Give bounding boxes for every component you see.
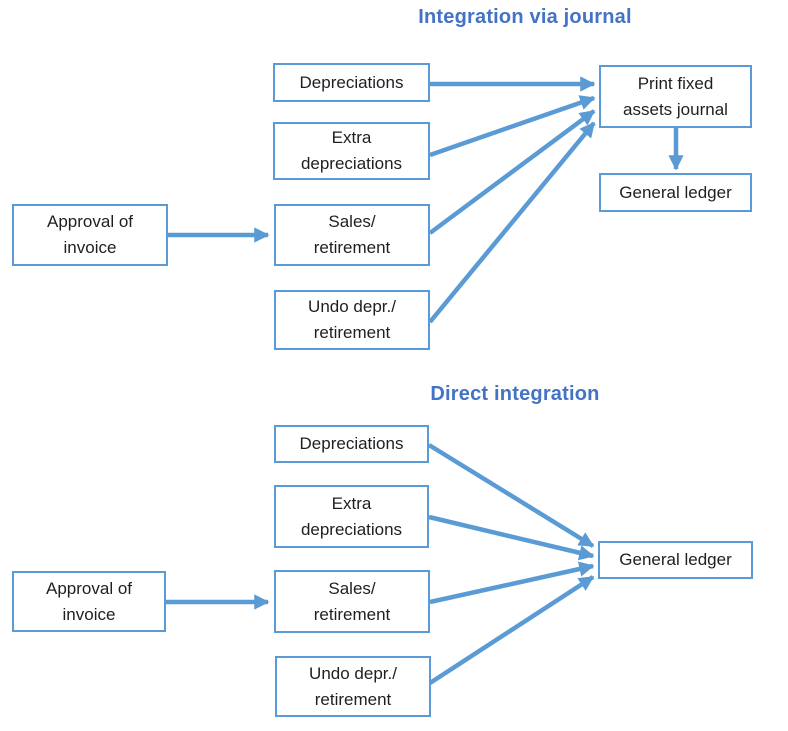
node-general-ledger-top: General ledger [599, 173, 752, 212]
node-sales-retirement-bottom: Sales/ retirement [274, 570, 430, 633]
edge-extra-depreciations-to-general-ledger [428, 514, 595, 561]
node-approval-of-invoice-top: Approval of invoice [12, 204, 168, 266]
diagram-title-direct-integration: Direct integration [430, 383, 600, 405]
edge-undo-to-print-journal [428, 121, 596, 324]
edge-sales-to-print-journal [428, 109, 596, 235]
edge-extra-depreciations-to-print-journal [429, 95, 596, 158]
node-print-fixed-assets-journal: Print fixed assets journal [599, 65, 752, 128]
node-undo-depr-retirement-bottom: Undo depr./ retirement [275, 656, 431, 717]
edge-undo-to-general-ledger [428, 575, 595, 685]
node-extra-depreciations-bottom: Extra depreciations [274, 485, 429, 548]
node-undo-depr-retirement-top: Undo depr./ retirement [274, 290, 430, 350]
node-approval-of-invoice-bottom: Approval of invoice [12, 571, 166, 632]
node-depreciations-bottom: Depreciations [274, 425, 429, 463]
node-extra-depreciations-top: Extra depreciations [273, 122, 430, 180]
node-depreciations-top: Depreciations [273, 63, 430, 102]
diagram-title-integration-via-journal: Integration via journal [418, 6, 632, 28]
node-sales-retirement-top: Sales/ retirement [274, 204, 430, 266]
edge-sales-to-general-ledger [429, 561, 595, 605]
node-general-ledger-bottom: General ledger [598, 541, 753, 579]
edge-depreciations-to-general-ledger [427, 443, 595, 548]
